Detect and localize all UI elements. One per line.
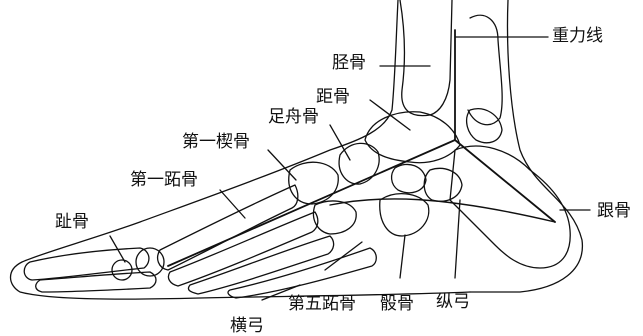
label-cuboid: 骰骨	[380, 296, 414, 313]
label-calcaneus: 跟骨	[597, 203, 631, 220]
label-fifth-metatarsal: 第五跖骨	[288, 296, 356, 313]
label-first-cuneiform: 第一楔骨	[182, 134, 250, 151]
fibula-bone	[468, 15, 502, 124]
fifth-metatarsal-bone	[228, 248, 376, 298]
tarsal-detail-2	[392, 164, 426, 192]
cuneiform-bone	[289, 162, 338, 204]
label-first-metatarsal: 第一跖骨	[130, 172, 198, 189]
tarsal-detail	[424, 168, 462, 201]
label-talus: 距骨	[316, 89, 350, 106]
leader-cuboid	[400, 235, 405, 278]
tibia-bone	[400, 0, 452, 116]
label-transverse-arch: 横弓	[230, 318, 264, 335]
cuneiform-bone-2	[313, 201, 356, 234]
leader-longitudinal-arch	[455, 200, 460, 278]
metatarsal-bone-3	[188, 236, 333, 294]
phalanx-bone-2	[36, 272, 156, 292]
leader-talus	[370, 100, 410, 130]
calcaneus-bone	[450, 146, 570, 268]
label-navicular: 足舟骨	[268, 109, 319, 126]
longitudinal-arch-line	[168, 140, 455, 266]
label-gravity-line: 重力线	[552, 28, 603, 45]
label-longitudinal-arch: 纵弓	[436, 294, 470, 311]
metatarsal-bone-2	[168, 212, 317, 286]
arch-curve-line	[330, 199, 555, 222]
tarsal-detail-3	[467, 109, 502, 143]
label-phalanges: 趾骨	[55, 214, 89, 231]
leader-fifth-metatarsal	[325, 242, 362, 270]
label-tibia: 胫骨	[332, 55, 366, 72]
